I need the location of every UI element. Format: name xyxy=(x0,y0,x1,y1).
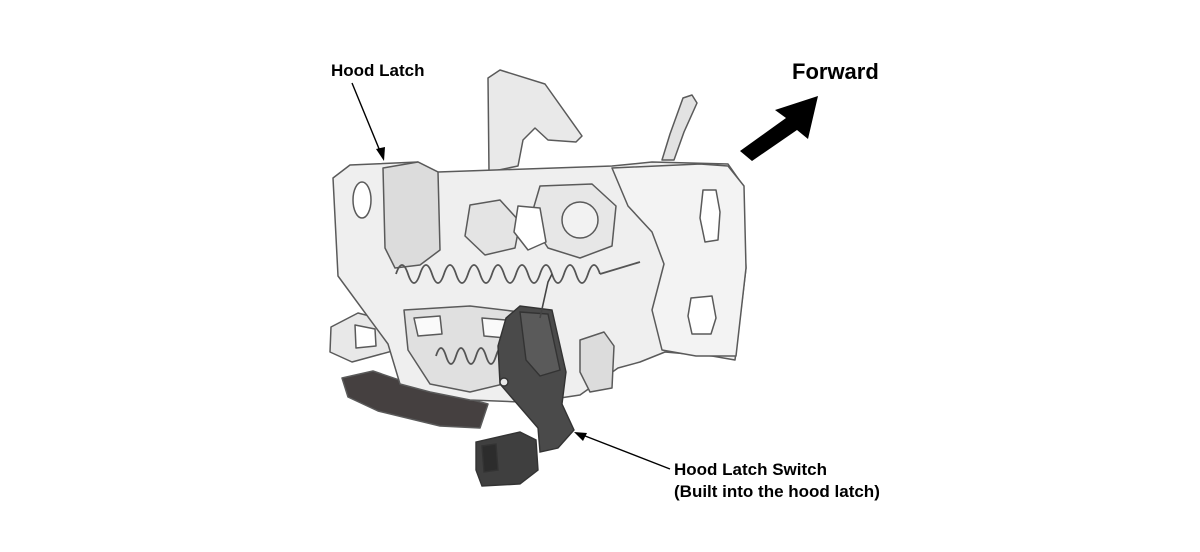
release-plate xyxy=(341,370,489,429)
switch-highlight xyxy=(519,311,561,377)
cam-pivot xyxy=(561,201,599,239)
latch-rod xyxy=(661,94,698,161)
leader-lines xyxy=(351,82,671,470)
secondary-spring xyxy=(435,347,507,365)
right-lower-bracket xyxy=(579,331,615,393)
mount-hole-left xyxy=(352,181,372,219)
hood-latch-switch-label: Hood Latch Switch (Built into the hood l… xyxy=(674,459,880,503)
mount-hole-right-top xyxy=(699,189,721,243)
forward-label: Forward xyxy=(792,59,879,84)
switch-pivot xyxy=(499,377,509,387)
lever-slot xyxy=(513,205,547,251)
switch-leader-head xyxy=(574,432,587,441)
hood-latch-switch xyxy=(475,273,575,487)
main-spring xyxy=(395,261,641,284)
switch-body xyxy=(497,305,575,453)
cam-cutout xyxy=(464,199,521,256)
hood-latch-leader-head xyxy=(376,147,385,161)
hood-latch-label: Hood Latch xyxy=(331,61,425,80)
switch-label-line1: Hood Latch Switch xyxy=(674,460,827,479)
switch-wire xyxy=(539,273,553,319)
left-flange xyxy=(382,161,441,269)
forward-arrow xyxy=(740,96,818,161)
mount-hole-right-bottom xyxy=(687,295,717,335)
latch-assembly xyxy=(329,69,747,429)
switch-label-line2: (Built into the hood latch) xyxy=(674,482,880,501)
switch-leader xyxy=(579,433,671,470)
hood-latch-leader xyxy=(351,82,383,157)
latch-hook-arm xyxy=(487,69,583,173)
